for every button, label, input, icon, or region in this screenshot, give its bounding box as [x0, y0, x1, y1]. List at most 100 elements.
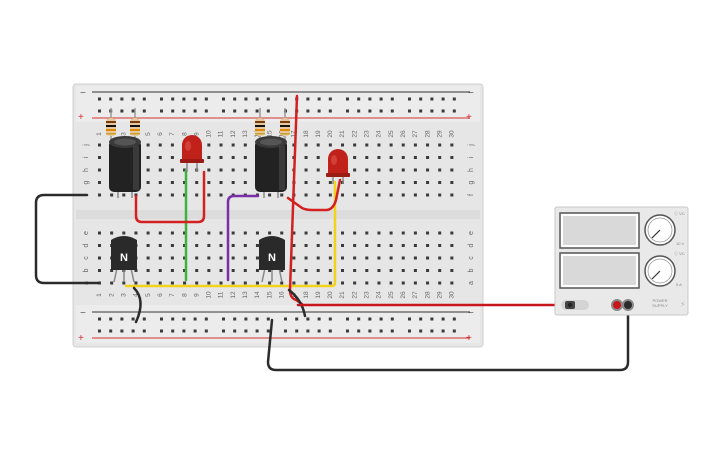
rail-hole[interactable] — [346, 317, 349, 321]
hole[interactable] — [316, 231, 320, 235]
hole[interactable] — [365, 181, 369, 184]
rail-hole[interactable] — [328, 109, 332, 113]
hole[interactable] — [183, 181, 187, 184]
hole[interactable] — [207, 269, 211, 272]
hole[interactable] — [146, 244, 150, 247]
rail-hole[interactable] — [368, 317, 372, 321]
hole[interactable] — [158, 156, 162, 159]
hole[interactable] — [207, 244, 211, 247]
rail-hole[interactable] — [357, 317, 361, 321]
hole[interactable] — [377, 181, 381, 184]
hole[interactable] — [316, 143, 320, 147]
rail-hole[interactable] — [182, 329, 186, 333]
hole[interactable] — [426, 256, 430, 260]
rail-hole[interactable] — [306, 97, 310, 101]
hole[interactable] — [98, 269, 101, 272]
hole[interactable] — [389, 269, 393, 272]
hole[interactable] — [98, 143, 101, 147]
rail-hole[interactable] — [368, 329, 372, 333]
hole[interactable] — [158, 269, 162, 272]
hole[interactable] — [365, 269, 369, 272]
hole[interactable] — [413, 156, 417, 159]
hole[interactable] — [365, 231, 369, 235]
hole[interactable] — [243, 256, 247, 260]
rail-hole[interactable] — [255, 329, 259, 333]
rail-hole[interactable] — [419, 317, 423, 321]
hole[interactable] — [219, 281, 223, 285]
hole[interactable] — [122, 231, 126, 235]
rail-hole[interactable] — [233, 109, 237, 113]
rail-hole[interactable] — [346, 329, 349, 333]
hole[interactable] — [438, 269, 442, 272]
hole[interactable] — [401, 193, 405, 197]
hole[interactable] — [450, 143, 454, 147]
hole[interactable] — [146, 281, 150, 285]
hole[interactable] — [207, 281, 211, 285]
hole[interactable] — [170, 231, 174, 235]
hole[interactable] — [207, 168, 211, 172]
hole[interactable] — [292, 231, 296, 235]
hole[interactable] — [426, 244, 430, 247]
hole[interactable] — [353, 193, 357, 197]
power-supply[interactable]: ⓘ VC ⓘ VC 10 V 5 A POWER SUP — [554, 206, 689, 316]
hole[interactable] — [98, 168, 101, 172]
wire-black-left-loop[interactable] — [34, 193, 100, 285]
led-2[interactable] — [326, 149, 350, 184]
hole[interactable] — [219, 193, 223, 197]
hole[interactable] — [243, 143, 247, 147]
hole[interactable] — [438, 231, 442, 235]
hole[interactable] — [353, 269, 357, 272]
hole[interactable] — [450, 193, 454, 197]
hole[interactable] — [170, 256, 174, 260]
rail-hole[interactable] — [295, 329, 299, 333]
rail-hole[interactable] — [244, 329, 248, 333]
hole[interactable] — [219, 231, 223, 235]
hole[interactable] — [413, 231, 417, 235]
hole[interactable] — [243, 269, 247, 272]
hole[interactable] — [98, 181, 101, 184]
hole[interactable] — [377, 244, 381, 247]
rail-hole[interactable] — [408, 97, 411, 101]
hole[interactable] — [389, 168, 393, 172]
hole[interactable] — [328, 244, 332, 247]
hole[interactable] — [231, 181, 235, 184]
rail-hole[interactable] — [368, 97, 372, 101]
rail-hole[interactable] — [441, 329, 445, 333]
rail-hole[interactable] — [204, 109, 208, 113]
rail-hole[interactable] — [452, 329, 456, 333]
hole[interactable] — [353, 181, 357, 184]
hole[interactable] — [316, 193, 320, 197]
rail-hole[interactable] — [390, 329, 394, 333]
rail-hole[interactable] — [284, 317, 287, 321]
hole[interactable] — [328, 143, 332, 147]
hole[interactable] — [231, 231, 235, 235]
hole[interactable] — [122, 193, 126, 197]
hole[interactable] — [450, 168, 454, 172]
hole[interactable] — [426, 269, 430, 272]
hole[interactable] — [183, 168, 187, 172]
hole[interactable] — [389, 143, 393, 147]
hole[interactable] — [280, 231, 284, 235]
hole[interactable] — [207, 143, 211, 147]
hole[interactable] — [450, 181, 454, 184]
hole[interactable] — [438, 181, 442, 184]
rail-hole[interactable] — [98, 329, 101, 333]
hole[interactable] — [316, 168, 320, 172]
hole[interactable] — [353, 168, 357, 172]
rail-hole[interactable] — [182, 97, 186, 101]
led-1[interactable] — [180, 135, 204, 172]
hole[interactable] — [450, 244, 454, 247]
hole[interactable] — [231, 256, 235, 260]
hole[interactable] — [243, 281, 247, 285]
hole[interactable] — [98, 281, 101, 285]
rail-hole[interactable] — [182, 109, 186, 113]
rail-hole[interactable] — [408, 329, 411, 333]
hole[interactable] — [304, 156, 308, 159]
rail-hole[interactable] — [430, 317, 434, 321]
rail-hole[interactable] — [244, 97, 248, 101]
hole[interactable] — [353, 156, 357, 159]
hole[interactable] — [268, 269, 272, 272]
hole[interactable] — [401, 143, 405, 147]
hole[interactable] — [426, 143, 430, 147]
